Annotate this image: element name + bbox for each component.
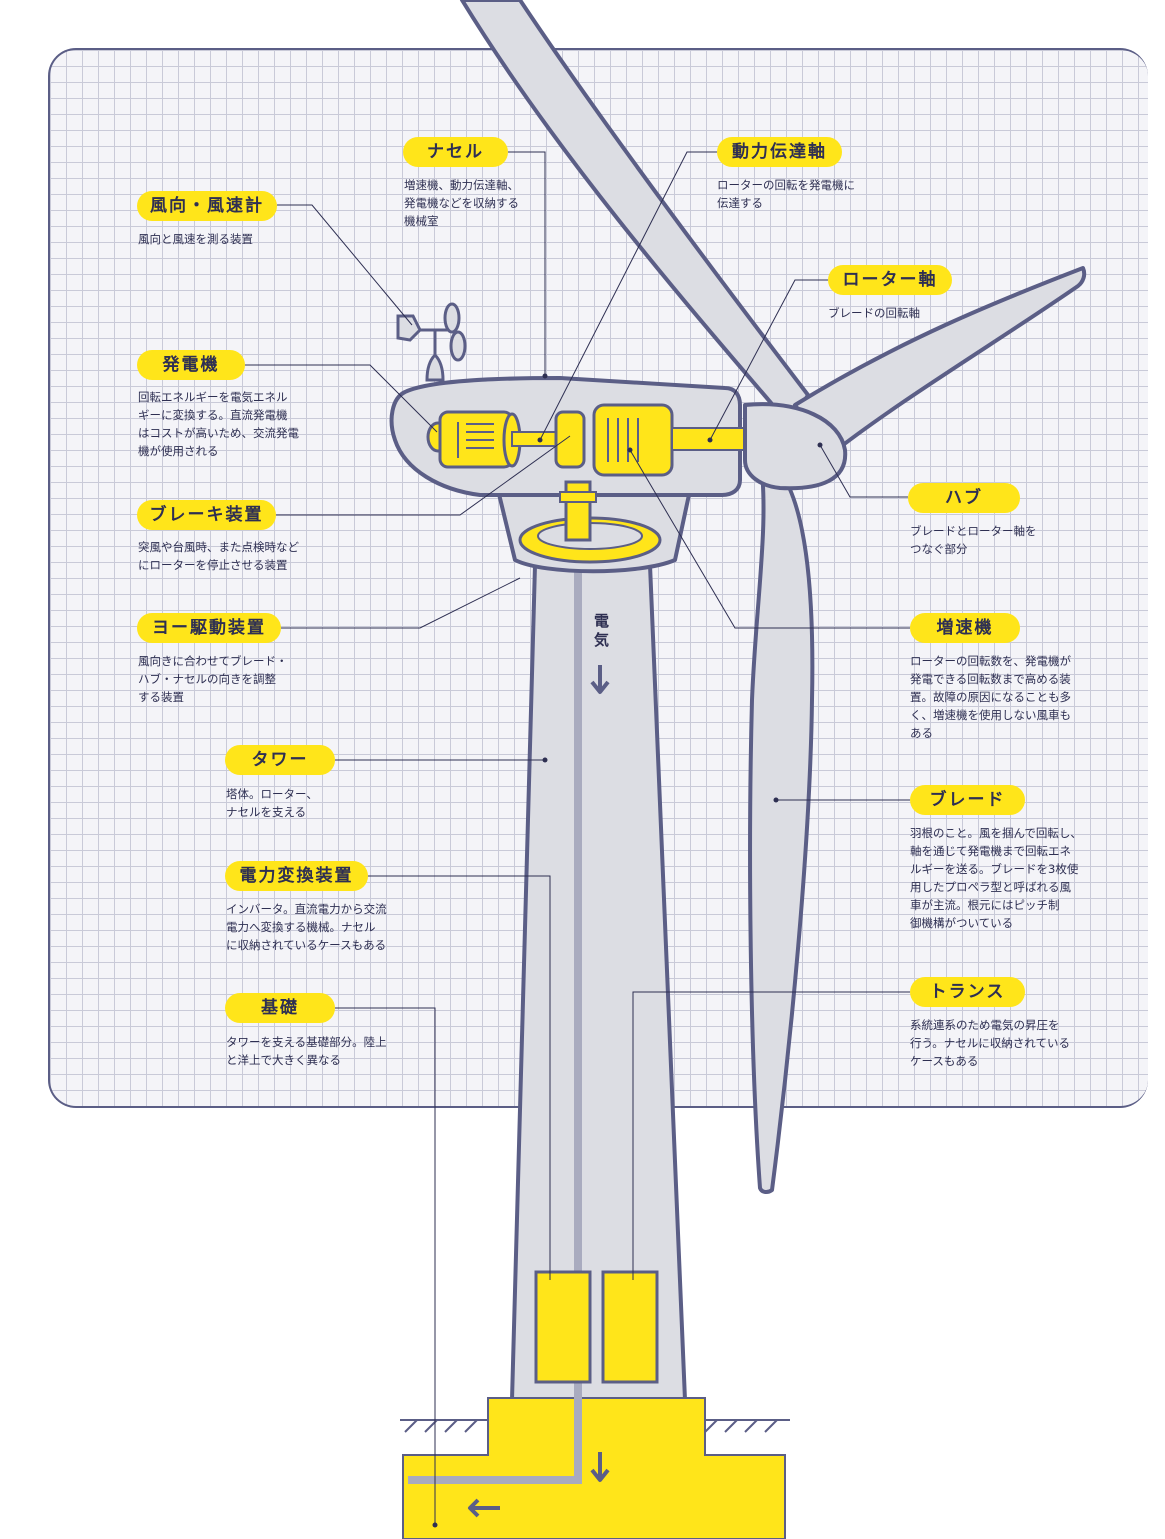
converter-box [534,1270,592,1384]
label-drive-shaft: 動力伝達軸 [717,137,842,167]
label-blade: ブレード [910,785,1025,815]
desc-blade: 羽根のこと。風を掴んで回転し、 軸を通じて発電機まで回転エネ ルギーを送る。ブレ… [910,826,1082,930]
label-nacelle: ナセル [403,137,508,167]
label-transformer: トランス [910,977,1025,1007]
blade-right [793,266,1087,457]
desc-generator: 回転エネルギーを電気エネル ギーに変換する。直流発電機 はコストが高いため、交流… [138,390,299,458]
label-gearbox: 増速機 [910,613,1020,643]
desc-brake: 突風や台風時、また点検時など にローターを停止させる装置 [138,540,299,572]
desc-nacelle: 増速機、動力伝達軸、 発電機などを収納する 機械室 [404,178,519,228]
brake-disc [554,410,586,469]
label-tower: タワー [225,745,335,775]
desc-rotor-shaft: ブレードの回転軸 [828,306,920,320]
desc-drive-shaft: ローターの回転を発電機に 伝達する [717,178,855,210]
drive-shaft [511,431,561,447]
label-wind-vane: 風向・風速計 [137,191,277,221]
label-foundation: 基礎 [225,993,335,1023]
left-arrow-icon [468,1498,500,1518]
transformer-box [601,1270,659,1384]
blade-bottom [748,453,815,1195]
label-converter: 電力変換装置 [225,861,368,891]
desc-hub: ブレードとローター軸を つなぐ部分 [910,524,1037,556]
label-hub: ハブ [908,483,1020,513]
leader-dots [432,373,823,1528]
desc-tower: 塔体。ローター、 ナセルを支える [226,787,318,819]
desc-converter: インバータ。直流電力から交流 電力へ変換する機械。ナセル に収納されているケース… [226,902,387,952]
label-generator: 発電機 [137,350,245,380]
leader-lines [245,151,910,1525]
desc-yaw-drive: 風向きに合わせてブレード・ ハブ・ナセルの向きを調整 する装置 [138,654,288,704]
label-brake: ブレーキ装置 [137,500,276,530]
yaw-gear [518,480,662,564]
foundation [402,1397,786,1539]
desc-gearbox: ローターの回転数を、発電機が 発電できる回転数まで高める装 置。故障の原因になる… [910,654,1071,740]
down-arrow-icon [590,665,610,1482]
label-rotor-shaft: ローター軸 [828,265,952,295]
generator-unit [426,410,522,469]
electricity-flow-label: 電気 [592,613,610,651]
desc-transformer: 系統連系のため電気の昇圧を 行う。ナセルに収納されている ケースもある [910,1018,1070,1068]
wind-vane-anemometer [396,302,467,382]
label-yaw-drive: ヨー駆動装置 [137,613,281,643]
desc-foundation: タワーを支える基礎部分。陸上 と洋上で大きく異なる [226,1035,387,1067]
desc-wind-vane: 風向と風速を測る装置 [138,232,253,246]
gearbox-unit [592,403,674,477]
